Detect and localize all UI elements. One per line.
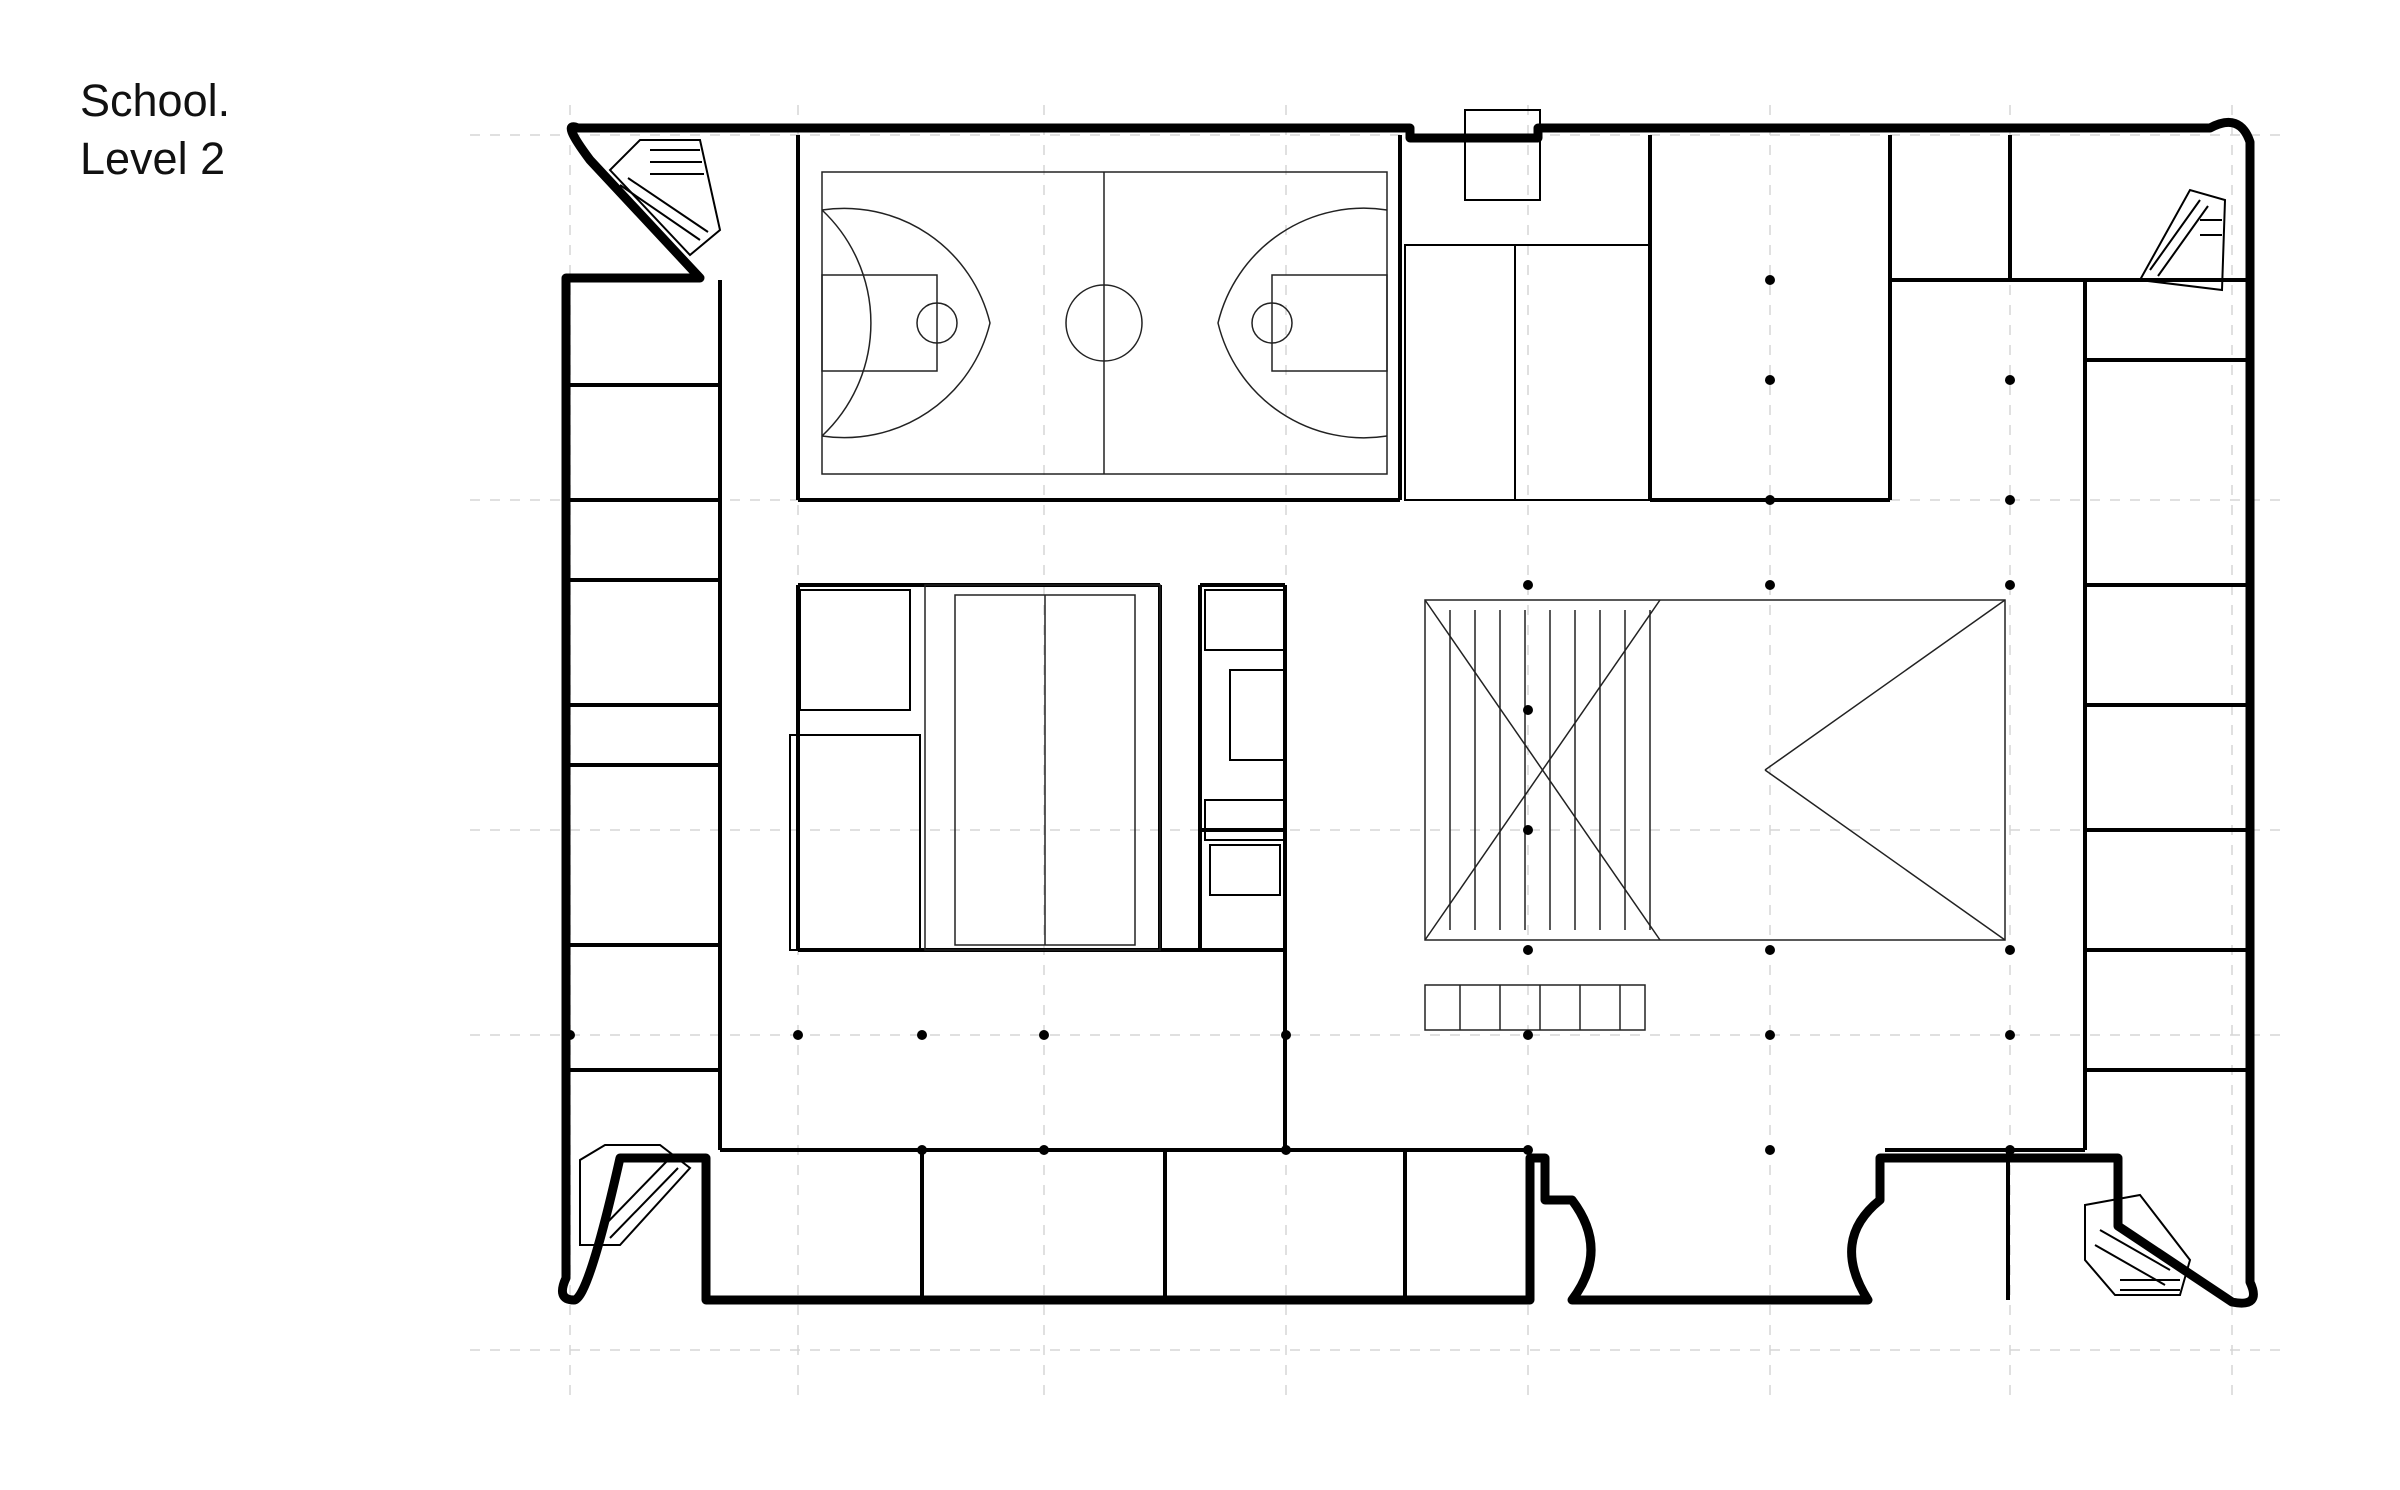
restrooms <box>789 109 1651 951</box>
title-line-school: School. <box>80 75 231 126</box>
drawing-title: School. Level 2 <box>80 72 230 188</box>
structural-grid <box>470 105 2290 1400</box>
title-line-level: Level 2 <box>80 133 226 184</box>
stairwell-sw <box>579 1144 692 1246</box>
auditorium <box>1424 599 2006 941</box>
outer-walls <box>557 117 2258 1308</box>
basketball-court <box>821 171 1388 475</box>
stairwell-ne <box>2138 188 2227 292</box>
interior-walls <box>566 135 2250 1300</box>
columns <box>565 275 2015 1155</box>
stairwell-se <box>2084 1193 2192 1296</box>
sports-hall <box>924 584 1161 951</box>
stairwell-nw <box>608 139 722 257</box>
stair-runs <box>1424 984 1646 1031</box>
